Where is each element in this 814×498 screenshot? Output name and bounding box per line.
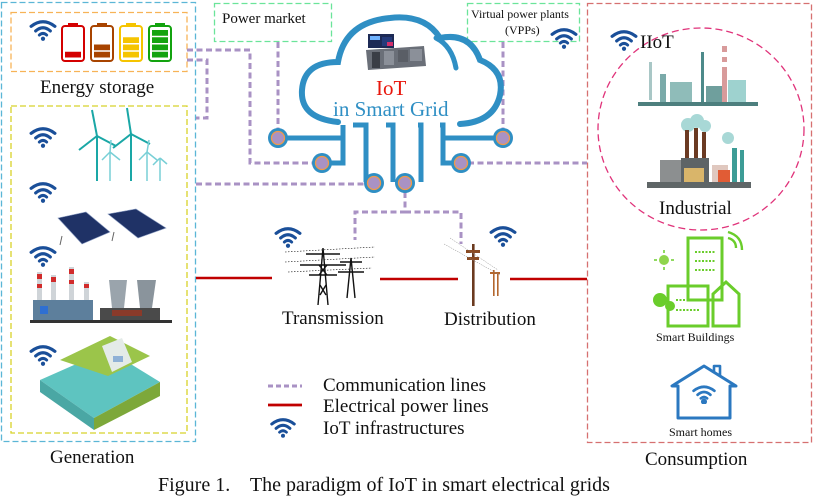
figure-caption: Figure 1. The paradigm of IoT in smart e…: [158, 474, 610, 496]
battery-icon: [148, 23, 172, 62]
smart-homes-label: Smart homes: [669, 425, 732, 439]
node-power-market: [268, 128, 288, 148]
iot-title: IoT: [376, 76, 407, 100]
battery-icon: [90, 23, 114, 62]
battery-charge-bar: [123, 44, 139, 51]
solar-panels-icon: [57, 208, 167, 246]
distribution-pole-icon: [443, 237, 501, 306]
consumption-label: Consumption: [645, 449, 748, 470]
power-market-label: Power market: [222, 11, 306, 27]
industrial-factory-icon: [647, 114, 751, 188]
wifi-icon-wind: [29, 127, 57, 148]
comm-line-storage-bottom: [187, 58, 209, 120]
iiot-circle: [597, 27, 805, 231]
wifi-icon-iiot: [610, 30, 638, 51]
comm-line-network: [353, 192, 407, 240]
node-vpp: [493, 128, 513, 148]
smart-buildings-label: Smart Buildings: [656, 330, 735, 344]
wifi-icon-vpp: [550, 28, 578, 49]
generation-sources-border: [10, 105, 188, 434]
node-generation: [364, 173, 384, 193]
node-storage: [312, 153, 332, 173]
electrical-power-lines: [196, 276, 587, 281]
transmission-tower-icon: [284, 246, 376, 306]
iot-cloud-icon: [298, 14, 504, 127]
smart-buildings-icon: [653, 230, 744, 328]
vpp-label-line1: Virtual power plants: [471, 7, 569, 21]
battery-icon: [119, 23, 143, 62]
battery-charge-bar: [152, 44, 168, 51]
smart-grid-title: in Smart Grid: [333, 97, 449, 121]
consumption-group-border: [586, 2, 813, 444]
communication-lines: [187, 42, 587, 244]
wifi-icon-thermal: [29, 246, 57, 267]
battery-charge-bar: [123, 51, 139, 58]
control-room-icon: [366, 34, 426, 70]
wifi-icon-energy-storage: [29, 20, 57, 41]
vpp-label-line2: (VPPs): [505, 23, 540, 37]
node-consumption: [451, 153, 471, 173]
transmission-label: Transmission: [282, 308, 384, 329]
energy-storage-label: Energy storage: [40, 77, 155, 98]
comm-line-network-dist: [405, 210, 463, 244]
power-market-border: [213, 2, 333, 43]
node-network: [395, 173, 415, 193]
cloud-circuit-traces: [278, 122, 503, 182]
iiot-label: IIoT: [640, 32, 674, 53]
wifi-icon-hydro: [29, 345, 57, 366]
battery-charge-bar: [152, 51, 168, 58]
generation-label: Generation: [50, 447, 135, 468]
battery-icons: [61, 23, 172, 62]
hydro-dam-icon: [40, 336, 160, 430]
smart-home-icon: [670, 364, 738, 420]
wind-turbines-icon: [78, 107, 168, 181]
battery-charge-bar: [152, 37, 168, 43]
legend-power-label: Electrical power lines: [323, 396, 489, 417]
generation-group-border: [0, 1, 197, 443]
wifi-icon-transmission: [274, 227, 302, 248]
battery-charge-bar: [152, 30, 168, 36]
wifi-icon-distribution: [489, 226, 517, 247]
battery-charge-bar: [65, 51, 81, 58]
iiot-factory-icon: [638, 46, 758, 106]
battery-charge-bar: [94, 51, 110, 58]
industrial-label: Industrial: [659, 198, 732, 219]
vpp-border: [466, 2, 581, 43]
legend-iot-label: IoT infrastructures: [323, 418, 465, 439]
battery-icon: [61, 23, 85, 62]
wifi-icon-solar: [29, 182, 57, 203]
battery-charge-bar: [94, 44, 110, 51]
cloud-nodes: [268, 128, 513, 193]
battery-charge-bar: [123, 37, 139, 43]
legend-wifi-icon: [270, 418, 296, 438]
legend-communication-label: Communication lines: [323, 375, 487, 396]
thermal-power-plant-icon: [30, 267, 172, 323]
distribution-label: Distribution: [444, 309, 536, 330]
comm-line-storage-top: [187, 48, 315, 165]
